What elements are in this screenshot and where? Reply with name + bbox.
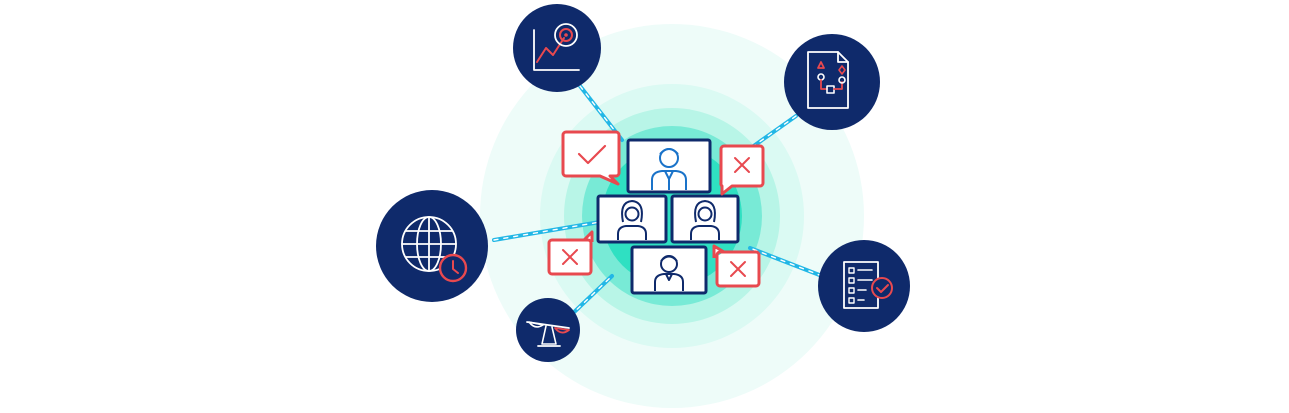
node-balance [516,298,580,362]
balance-scale-icon [526,321,570,347]
node-checklist [818,240,910,332]
checkmark-icon [577,144,607,165]
response-bubbles [547,130,765,288]
connector-balance [568,274,614,318]
woman-avatar-icon [690,200,720,240]
man-avatar-icon [651,148,687,190]
node-workflow [784,34,880,130]
participant-tile-woman-left [596,194,668,244]
connector-checklist [748,246,824,278]
approve-bubble [561,130,621,186]
reject-bubble-3 [712,244,761,288]
cross-icon [734,157,750,173]
reject-bubble-1 [719,144,765,196]
participant-tile-man-top [626,138,712,194]
cross-icon [730,261,746,277]
globe-clock-icon [401,216,468,283]
checklist-icon [843,261,893,309]
participant-tiles [596,138,740,295]
participant-tile-woman-right [670,194,740,244]
flowchart-document-icon [807,51,849,109]
node-goal [513,4,601,92]
connectors [492,84,824,318]
target-growth-chart-icon [533,23,580,71]
cross-icon [562,249,578,265]
man-avatar-icon [654,255,684,291]
participant-tile-man-bottom [630,245,708,295]
woman-avatar-icon [617,200,647,240]
node-global [376,190,488,302]
connector-workflow [746,114,798,152]
connector-global [492,220,602,242]
reject-bubble-2 [547,230,594,276]
